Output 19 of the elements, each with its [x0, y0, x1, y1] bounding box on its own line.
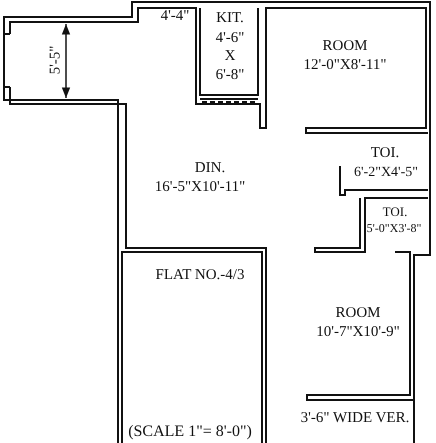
dimension-label: 6'-2"X4'-5" [354, 164, 418, 181]
verandah-label: 3'-6" WIDE VER. [300, 410, 410, 427]
dimension-label: X [224, 48, 236, 65]
flat-number-label: FLAT NO.-4/3 [156, 267, 244, 284]
room-label: KIT. [216, 10, 244, 27]
room-label: TOI. [382, 203, 408, 220]
dimension-label: 4'-4" [160, 8, 190, 25]
room-label: DIN. [194, 160, 226, 177]
room-label: ROOM [322, 38, 368, 55]
dimension-label: 4'-6" [216, 30, 244, 47]
dimension-label: 6'-8" [216, 67, 244, 84]
dimension-label: 5'-0"X3'-8" [366, 220, 422, 237]
dimension-label: 16'-5"X10'-11" [154, 179, 246, 196]
room-label: ROOM [336, 305, 380, 322]
scale-note: (SCALE 1"= 8'-0") [128, 423, 252, 440]
dimension-label: 5'-5" [48, 46, 64, 74]
dimension-label: 12'-0"X8'-11" [304, 57, 386, 74]
dimension-label: 10'-7"X10'-9" [316, 324, 400, 341]
room-label: TOI. [370, 145, 400, 162]
